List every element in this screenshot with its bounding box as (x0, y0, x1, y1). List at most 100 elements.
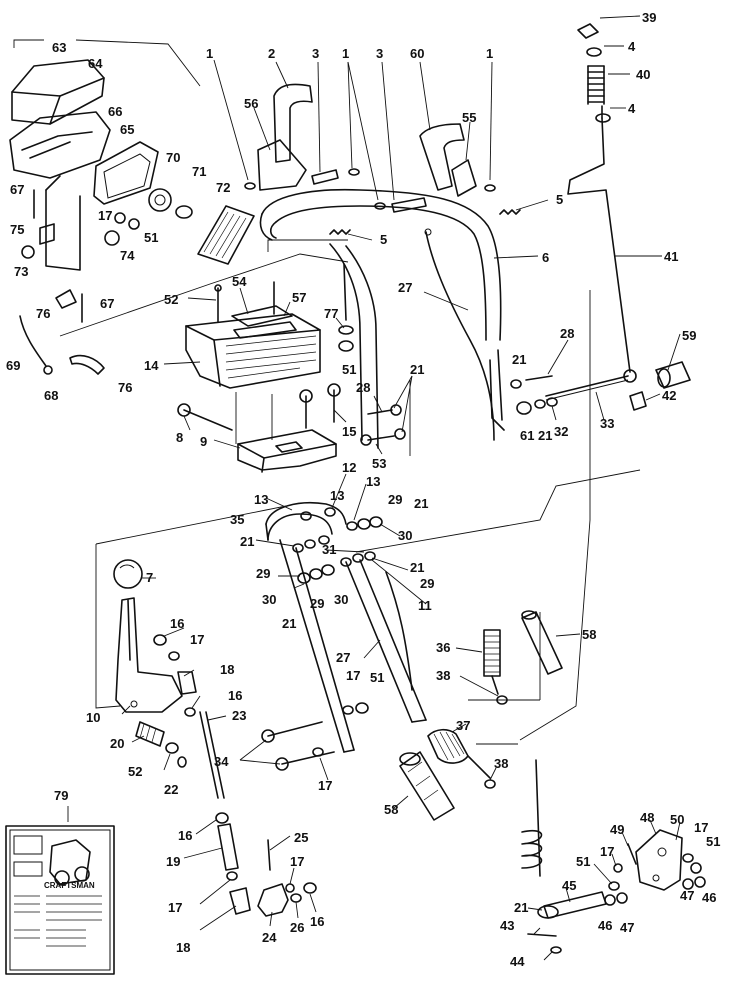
callout-7: 7 (146, 570, 153, 585)
callout-35: 35 (230, 512, 244, 527)
callout-30-left: 30 (262, 592, 276, 607)
callout-21-left: 21 (240, 534, 254, 549)
callout-27: 27 (398, 280, 412, 295)
callout-55: 55 (462, 110, 476, 125)
callout-56: 56 (244, 96, 258, 111)
callout-24: 24 (262, 930, 277, 945)
callout-13-left: 13 (254, 492, 268, 507)
callout-75: 75 (10, 222, 24, 237)
callout-25: 25 (294, 830, 308, 845)
callout-30: 30 (398, 528, 412, 543)
callout-29-mid: 29 (310, 596, 324, 611)
callout-38: 38 (436, 668, 450, 683)
callout-16-lower: 16 (228, 688, 242, 703)
callout-17-rod: 17 (168, 900, 182, 915)
callout-2: 2 (268, 46, 275, 61)
callout-47: 47 (680, 888, 694, 903)
callout-70: 70 (166, 150, 180, 165)
callout-17: 17 (98, 208, 112, 223)
callout-71: 71 (192, 164, 206, 179)
callout-18: 18 (220, 662, 234, 677)
callout-51-right: 51 (706, 834, 720, 849)
callout-21-arm: 21 (514, 900, 528, 915)
callout-6: 6 (542, 250, 549, 265)
callout-69: 69 (6, 358, 20, 373)
callout-66: 66 (108, 104, 122, 119)
callout-77: 77 (324, 306, 338, 321)
callout-51-mid: 51 (342, 362, 356, 377)
callout-59: 59 (682, 328, 696, 343)
callout-76: 76 (36, 306, 50, 321)
callout-33: 33 (600, 416, 614, 431)
callout-21-right: 21 (512, 352, 526, 367)
callout-40: 40 (636, 67, 650, 82)
callout-29: 29 (388, 492, 402, 507)
callout-5: 5 (380, 232, 387, 247)
callout-74: 74 (120, 248, 135, 263)
callout-17-frame: 17 (318, 778, 332, 793)
callout-54: 54 (232, 274, 247, 289)
callout-12: 12 (342, 460, 356, 475)
callout-48: 48 (640, 810, 654, 825)
callout-49: 49 (610, 822, 624, 837)
callout-27-lower: 27 (336, 650, 350, 665)
callout-11: 11 (418, 598, 432, 613)
callout-20: 20 (110, 736, 124, 751)
owners-manual: CRAFTSMAN (5, 806, 115, 975)
callout-4: 4 (628, 39, 636, 54)
callout-73: 73 (14, 264, 28, 279)
callout-72: 72 (216, 180, 230, 195)
callout-79: 79 (54, 788, 68, 803)
callout-65: 65 (120, 122, 134, 137)
callout-16: 16 (170, 616, 184, 631)
callout-42: 42 (662, 388, 676, 403)
upper-handle-assembly (244, 23, 631, 449)
callout-19: 19 (166, 854, 180, 869)
callout-1-right: 1 (486, 46, 493, 61)
callout-58-lower: 58 (384, 802, 398, 817)
callout-9: 9 (200, 434, 207, 449)
callout-3: 3 (312, 46, 319, 61)
callout-1-mid: 1 (342, 46, 349, 61)
callout-3-right: 3 (376, 46, 383, 61)
callout-76-lower: 76 (118, 380, 132, 395)
callout-36: 36 (436, 640, 450, 655)
lower-frame (95, 502, 563, 821)
callout-14: 14 (144, 358, 159, 373)
callout-44: 44 (510, 954, 525, 969)
leader-lines (121, 15, 681, 961)
callout-15: 15 (342, 424, 356, 439)
callout-60: 60 (410, 46, 424, 61)
callout-46-lower: 46 (598, 918, 612, 933)
callout-50: 50 (670, 812, 684, 827)
callout-46: 46 (702, 890, 716, 905)
callout-45: 45 (562, 878, 576, 893)
callout-1: 1 (206, 46, 213, 61)
callout-17-bracket: 17 (290, 854, 304, 869)
callout-8: 8 (176, 430, 183, 445)
right-linkage (355, 290, 691, 741)
callout-32: 32 (554, 424, 568, 439)
callout-38-lower: 38 (494, 756, 508, 771)
control-panel (59, 239, 411, 473)
callout-58: 58 (582, 627, 596, 642)
callout-5-right: 5 (556, 192, 563, 207)
callout-17-lever: 17 (190, 632, 204, 647)
callout-34: 34 (214, 754, 229, 769)
callout-21-lower: 21 (282, 616, 296, 631)
callout-16-rod: 16 (178, 828, 192, 843)
callout-63: 63 (52, 40, 66, 55)
callout-68: 68 (44, 388, 58, 403)
callout-17-plate: 17 (694, 820, 708, 835)
callout-47-lower: 47 (620, 920, 634, 935)
callout-18-lower: 18 (176, 940, 190, 955)
callout-labels: 63 64 66 65 67 75 73 74 76 67 69 68 76 1… (6, 10, 720, 969)
callout-51-plate: 51 (576, 854, 590, 869)
callout-21: 21 (410, 362, 424, 377)
callout-43: 43 (500, 918, 514, 933)
callout-26: 26 (290, 920, 304, 935)
callout-21-mid: 21 (410, 560, 424, 575)
callout-13-mid: 13 (330, 488, 344, 503)
callout-21-cluster: 21 (414, 496, 428, 511)
